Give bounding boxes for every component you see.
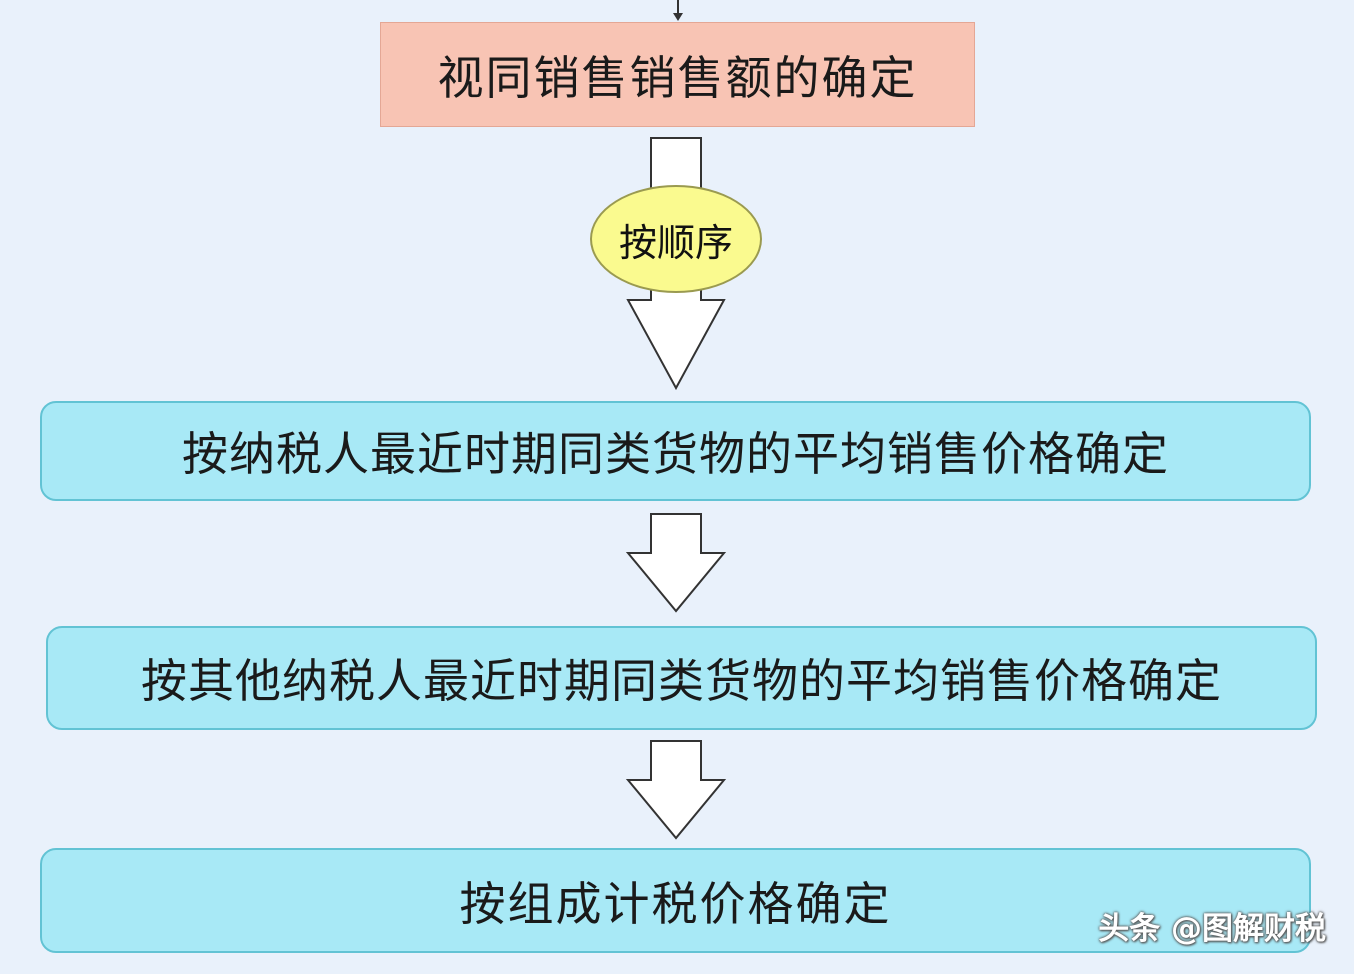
- title-box: 视同销售销售额的确定: [380, 22, 975, 127]
- step-1-box: 按纳税人最近时期同类货物的平均销售价格确定: [40, 401, 1311, 501]
- arrow-step-2-to-step-3: [625, 740, 727, 840]
- watermark: 头条 @图解财税: [1098, 911, 1326, 947]
- order-label-bubble: 按顺序: [590, 185, 762, 293]
- top-entry-arrow: [673, 0, 683, 21]
- entry-arrow-head: [673, 13, 683, 21]
- step-2-box: 按其他纳税人最近时期同类货物的平均销售价格确定: [46, 626, 1317, 730]
- arrow-step-1-to-step-2: [625, 513, 727, 613]
- step-3-box: 按组成计税价格确定: [40, 848, 1311, 953]
